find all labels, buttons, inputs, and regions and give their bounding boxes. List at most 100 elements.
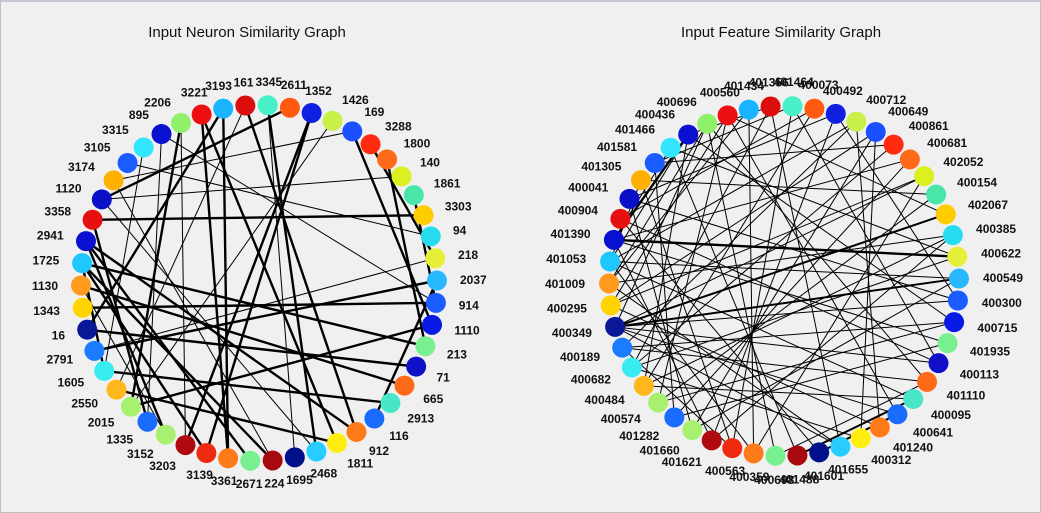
graph-node [91,189,112,210]
node-label: 400295 [547,302,587,316]
graph-node [599,273,620,294]
feature-graph-nodes [599,96,969,466]
graph-edge [351,130,434,326]
graph-node [84,340,105,361]
graph-node [170,113,191,134]
graph-node [106,379,127,400]
graph-node [151,124,172,145]
node-label: 224 [264,476,284,490]
node-label: 895 [129,108,149,122]
graph-edge [654,162,675,418]
graph-edge [244,105,358,433]
node-label: 2550 [71,396,98,410]
graph-edge [222,108,230,459]
node-label: 402067 [968,198,1008,212]
node-label: 140 [420,156,440,170]
graph-node [391,166,412,187]
node-label: 3361 [211,474,238,488]
node-label: 400574 [601,412,641,426]
node-label: 400359 [729,470,769,484]
node-label: 1426 [342,93,369,107]
graph-node [327,432,348,453]
node-label: 3358 [44,205,71,219]
node-label: 1130 [32,279,58,293]
node-label: 3345 [255,75,282,89]
graph-node [830,436,851,457]
node-label: 401356 [749,76,789,90]
graph-node [422,314,443,335]
graph-node [937,333,958,354]
graph-edge [81,261,426,348]
graph-node [213,98,234,119]
graph-node [155,424,176,445]
graph-node [765,445,786,466]
graph-node [610,208,631,229]
node-label: 3174 [68,160,95,174]
graph-node [648,392,669,413]
graph-node [722,438,743,459]
graph-node [948,268,969,289]
graph-node [175,435,196,456]
graph-node [865,121,886,142]
graph-node [306,441,327,462]
node-label: 3152 [127,447,154,461]
graph-node [942,225,963,246]
graph-node [301,102,322,123]
graph-edge [87,328,417,368]
feature-graph-edges [608,105,960,457]
graph-edge [692,278,960,431]
graph-edge [610,304,881,428]
node-label: 401660 [640,443,680,457]
graph-node [235,95,256,116]
graph-edge [85,240,358,433]
node-label: 400300 [982,296,1022,310]
graph-edge [267,105,296,458]
node-label: 1352 [305,84,332,98]
graph-edge [657,321,955,404]
graph-node [240,450,261,471]
graph-node [935,204,956,225]
feature-graph-labels: 4002954010094010534013904009044000414013… [545,75,1023,487]
node-label: 400385 [976,222,1016,236]
node-label: 401110 [947,389,986,403]
graph-edge [620,218,820,453]
node-label: 400549 [983,271,1023,285]
node-label: 2671 [236,477,263,491]
graph-node [257,95,278,116]
graph-edge [629,198,693,431]
neuron-graph-labels: 1343113017252941335811203174310533158952… [32,75,487,491]
node-label: 400682 [571,372,611,386]
graph-node [133,137,154,158]
graph-edge [615,300,958,328]
node-label: 3203 [149,459,176,473]
node-label: 1861 [434,177,461,191]
graph-node [360,134,381,155]
node-label: 400861 [909,119,949,133]
graph-edge [643,134,689,386]
node-label: 400712 [866,93,906,107]
graph-node [403,185,424,206]
graph-edge [610,131,876,306]
graph-node [760,96,781,117]
node-label: 1725 [33,254,60,268]
graph-node [717,105,738,126]
graph-edge [674,342,948,418]
graph-node [94,360,115,381]
node-label: 400113 [960,367,1000,381]
graph-edge [94,279,438,353]
graph-edge [130,120,333,407]
graph-node [903,389,924,410]
graph-edge [691,131,877,431]
node-label: 116 [389,429,409,443]
graph-node [72,253,93,274]
node-label: 218 [458,248,478,262]
node-label: 3303 [445,199,472,213]
graph-node [117,152,138,173]
graph-node [887,404,908,425]
graph-node [630,170,651,191]
graph-edge [643,108,815,387]
node-label: 1695 [286,473,313,487]
node-label: 1120 [55,182,81,196]
node-label: 2791 [46,353,73,367]
graph-edge [608,283,841,448]
